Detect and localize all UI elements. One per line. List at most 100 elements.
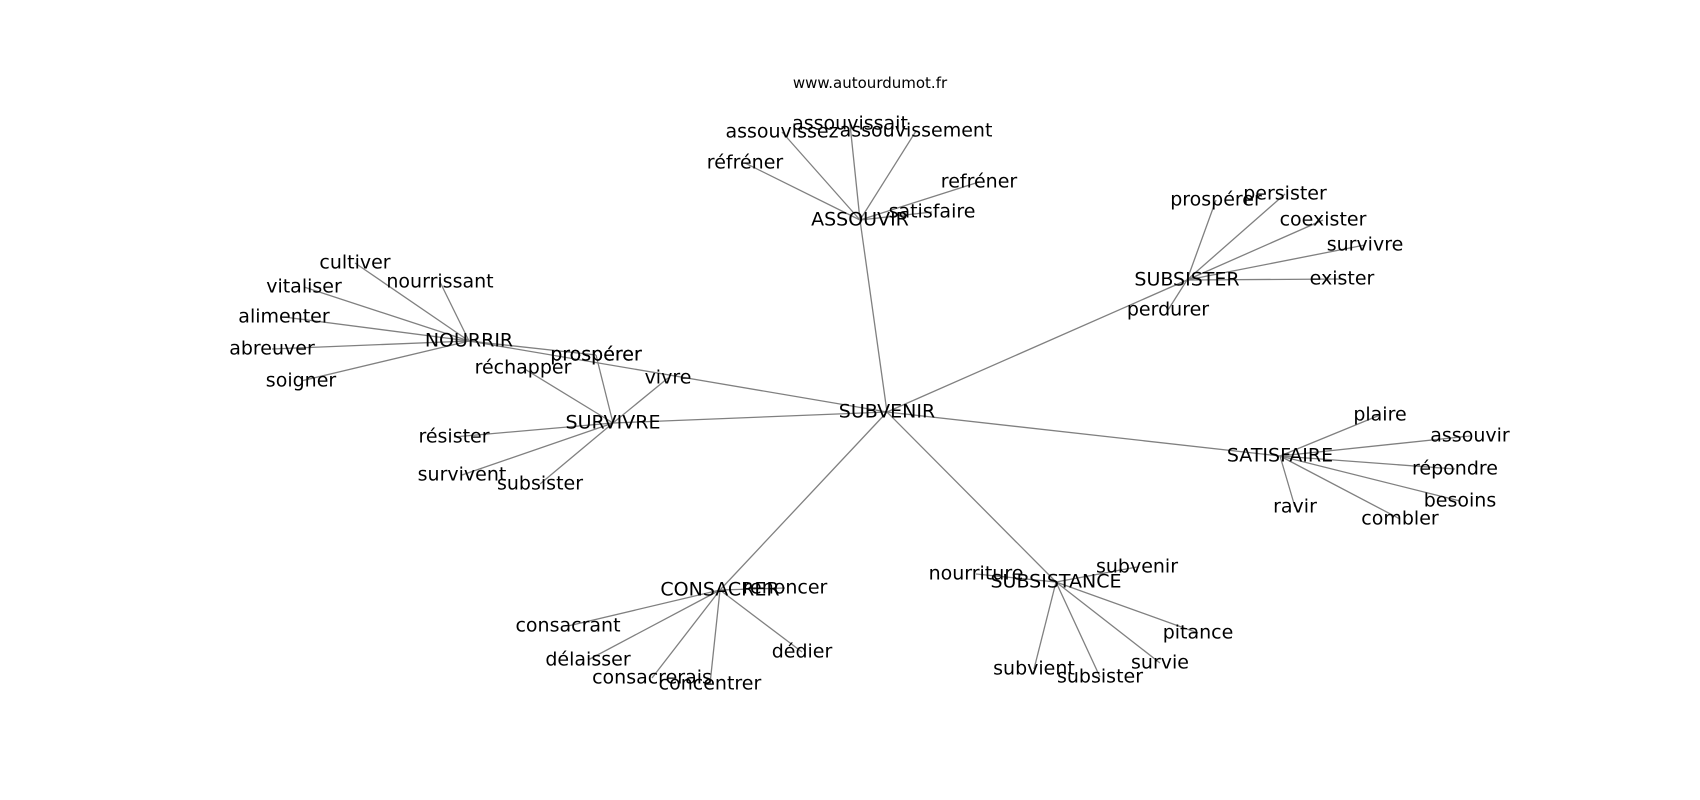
node-leaf-refrener: refréner xyxy=(941,171,1018,193)
node-leaf-alimenter: alimenter xyxy=(238,306,330,328)
edge-consacrer-renoncer xyxy=(719,587,786,591)
edge-survivre-vivre xyxy=(612,377,669,424)
edge-nourrir-prosperer xyxy=(468,340,597,356)
node-leaf-delaisser: délaisser xyxy=(545,649,630,671)
node-hub-subsister: SUBSISTER xyxy=(1134,269,1239,291)
edge-subsistance-survie xyxy=(1055,581,1161,664)
edge-consacrer-delaisser xyxy=(587,589,721,661)
edge-consacrer-consacrerais xyxy=(651,589,721,679)
node-leaf-prosperer: prospérer xyxy=(550,344,642,366)
edge-center-assouvir xyxy=(859,219,888,413)
node-leaf-subvenir: subvenir xyxy=(1096,556,1178,578)
edge-consacrer-dedier xyxy=(719,589,803,653)
edge-nourrir-abreuver xyxy=(271,340,470,350)
edge-satisfaire-combler xyxy=(1279,455,1401,520)
edge-subsistance-subsister xyxy=(1055,581,1101,678)
edge-survivre-resister xyxy=(453,422,614,438)
node-leaf-prosperer: prospérer xyxy=(550,344,642,366)
node-leaf-persister: persister xyxy=(1243,183,1327,205)
node-leaf-renoncer: renoncer xyxy=(743,577,828,599)
node-leaf-soigner: soigner xyxy=(266,370,337,392)
node-leaf-resister: résister xyxy=(418,426,489,448)
node-leaf-perdurer: perdurer xyxy=(1127,299,1209,321)
node-leaf-coexister: coexister xyxy=(1280,209,1367,231)
edge-subsister-survivre xyxy=(1186,244,1366,281)
node-leaf-subsister: subsister xyxy=(497,473,583,495)
node-leaf-assouvir: assouvir xyxy=(1430,425,1510,447)
node-hub-nourrir: NOURRIR xyxy=(425,330,513,352)
edge-subsister-persister xyxy=(1186,193,1286,281)
edge-subsister-coexister xyxy=(1186,219,1324,281)
node-hub-survivre: SURVIVRE xyxy=(566,412,661,434)
node-center: SUBVENIR xyxy=(839,401,935,423)
graph-labels: www.autourdumot.fr SUBVENIR ASSOUVIR réfré… xyxy=(229,74,1510,695)
node-hub-subsistance: SUBSISTANCE xyxy=(990,571,1121,593)
edge-satisfaire-repondre xyxy=(1279,455,1456,470)
node-leaf-survivre: survivre xyxy=(1327,234,1404,256)
node-leaf-assouvissez: assouvissez xyxy=(725,121,838,143)
edge-satisfaire-plaire xyxy=(1279,414,1381,457)
edge-subsistance-subvenir xyxy=(1055,566,1138,583)
edge-assouvir-assouvissement xyxy=(859,130,917,221)
edge-assouvir-satisfaire xyxy=(859,211,933,221)
node-leaf-prosperer: prospérer xyxy=(1170,189,1262,211)
edge-nourrir-soigner xyxy=(300,340,470,382)
edge-survivre-rechapper xyxy=(522,367,614,424)
node-leaf-rechapper: réchapper xyxy=(475,357,572,379)
edge-survivre-prosperer xyxy=(595,354,614,424)
node-leaf-assouvissement: assouvissement xyxy=(840,120,993,142)
edge-satisfaire-ravir xyxy=(1279,455,1296,508)
node-leaf-pitance: pitance xyxy=(1163,622,1234,644)
node-leaf-subsister: subsister xyxy=(1057,666,1143,688)
edge-center-subsister xyxy=(886,279,1188,413)
edge-satisfaire-assouvir xyxy=(1279,435,1471,457)
node-hub-satisfaire: SATISFAIRE xyxy=(1227,445,1333,467)
node-leaf-exister: exister xyxy=(1310,268,1375,290)
edge-satisfaire-besoins xyxy=(1279,455,1461,502)
edge-center-consacrer xyxy=(719,411,888,591)
node-hub-consacrer: CONSACRER xyxy=(660,579,779,601)
node-leaf-nourrissant: nourrissant xyxy=(386,271,493,293)
edge-consacrer-consacrant xyxy=(567,589,721,627)
node-leaf-repondre: répondre xyxy=(1412,458,1498,480)
node-hub-assouvir: ASSOUVIR xyxy=(811,209,909,231)
edge-nourrir-alimenter xyxy=(283,316,470,342)
node-leaf-consacrerais: consacrerais xyxy=(592,667,712,689)
node-leaf-combler: combler xyxy=(1361,508,1439,530)
edge-consacrer-concentrer xyxy=(709,589,721,685)
node-leaf-survie: survie xyxy=(1131,652,1189,674)
edge-center-nourrir xyxy=(468,340,888,413)
graph-edges xyxy=(271,123,1471,685)
node-leaf-consacrant: consacrant xyxy=(515,615,620,637)
node-leaf-vivre: vivre xyxy=(645,367,692,389)
node-leaf-assouvissait: assouvissait xyxy=(792,113,908,135)
edge-nourrir-cultiver xyxy=(354,262,470,342)
edge-subsistance-nourriture xyxy=(975,573,1057,583)
node-leaf-ravir: ravir xyxy=(1273,496,1317,518)
edge-assouvir-refrener xyxy=(744,162,861,221)
edge-center-survivre xyxy=(612,411,888,424)
edge-subsister-perdurer xyxy=(1167,279,1188,311)
edge-survivre-survivent xyxy=(461,422,614,476)
edge-assouvir-assouvissez xyxy=(781,131,861,221)
edge-assouvir-refrener xyxy=(859,181,980,221)
edge-nourrir-nourrissant xyxy=(439,281,470,342)
edge-subsistance-pitance xyxy=(1055,581,1199,634)
node-leaf-subvient: subvient xyxy=(993,658,1075,680)
node-leaf-abreuver: abreuver xyxy=(229,338,315,360)
edge-subsister-prosperer xyxy=(1186,199,1217,281)
site-watermark: www.autourdumot.fr xyxy=(793,74,948,92)
node-leaf-vitaliser: vitaliser xyxy=(266,276,342,298)
edge-nourrir-vitaliser xyxy=(303,286,470,342)
edge-center-subsistance xyxy=(886,411,1057,583)
node-leaf-cultiver: cultiver xyxy=(319,252,390,274)
node-leaf-plaire: plaire xyxy=(1353,404,1406,426)
edge-subsister-exister xyxy=(1186,278,1343,281)
edge-survivre-subsister xyxy=(539,422,614,485)
node-leaf-refrener: réfréner xyxy=(707,152,784,174)
node-leaf-satisfaire: satisfaire xyxy=(889,201,976,223)
node-leaf-nourriture: nourriture xyxy=(929,563,1024,585)
node-leaf-besoins: besoins xyxy=(1424,490,1497,512)
node-leaf-dedier: dédier xyxy=(772,641,833,663)
